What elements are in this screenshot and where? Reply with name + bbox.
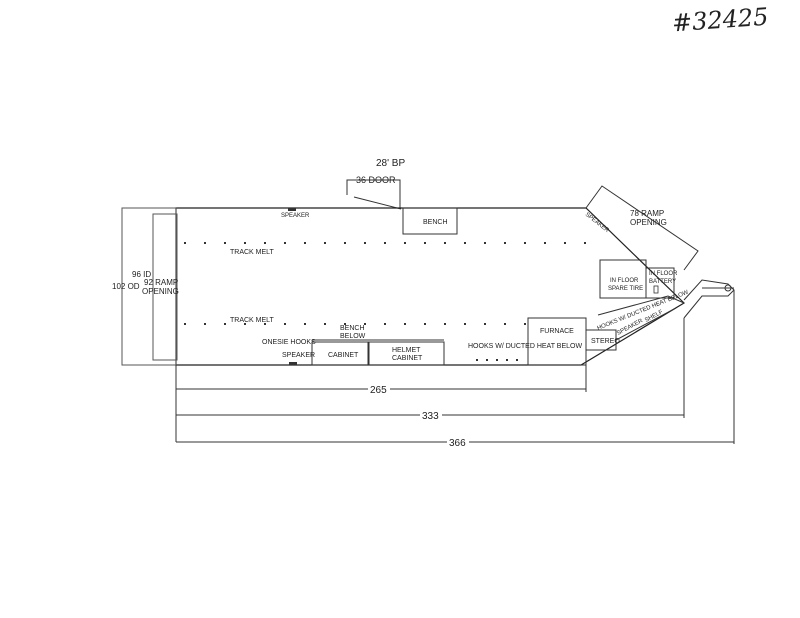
hooks-ducted-label: HOOKS W/ DUCTED HEAT BELOW [468,343,582,350]
helmet-cabinet-label-2: CABINET [392,355,423,362]
rear-inside-width: 96 ID [132,270,151,279]
battery-label-1: IN FLOOR [649,271,678,277]
rear-ramp-outer [121,207,177,366]
helmet-cabinet [368,341,445,366]
rear-ramp-opening [152,213,178,361]
furnace [527,317,587,366]
battery-label-2: BATTERY [649,279,676,285]
dimension-366-label: 366 [449,438,466,449]
side-door-label: 36 DOOR [356,175,396,185]
speaker-front-label: SPEAKER [584,212,611,235]
helmet-cabinet-label-1: HELMET [392,347,421,354]
drawing-number: #32425 [671,3,769,38]
nose-shelf-divider [597,295,685,316]
dimension-265-label: 265 [370,385,387,396]
bench-below-label-1: BENCH [340,325,365,332]
furnace-label: FURNACE [540,328,574,335]
dimension-333: 333 [176,318,685,422]
stereo-label: STEREO [591,338,620,345]
speaker-bottom-label: SPEAKER [282,352,315,359]
dimension-366: 366 [176,290,735,449]
battery-compartment [645,267,675,299]
coupler-icon [724,284,732,292]
track-melt-top-label: TRACK MELT [230,249,275,256]
battery-icon [653,285,659,294]
spare-tire-label-2: SPARE TIRE [608,286,643,292]
bench-top [402,207,458,235]
rear-outside-width: 102 OD [112,282,140,291]
bench-below-label-2: BELOW [340,333,366,340]
cabinet-label: CABINET [328,352,359,359]
dimension-333-label: 333 [422,411,439,422]
side-door-swing [353,196,402,210]
track-melt-bottom-label: TRACK MELT [230,317,275,324]
speaker-bottom-marker [289,362,297,365]
side-door-bracket [346,179,401,209]
front-ramp-label-2: OPENING [630,218,667,227]
dimension-265: 265 [175,365,587,442]
trailer-length-label: 28' BP [376,158,405,169]
rear-ramp-label-2: OPENING [142,287,179,296]
front-ramp-label-1: 78 RAMP [630,209,664,218]
nose-divider-2 [615,307,677,341]
spare-tire-label-1: IN FLOOR [610,278,639,284]
speaker-top-label: SPEAKER [281,213,310,219]
cabinet [311,341,369,366]
rear-ramp-label-1: 92 RAMP [144,278,178,287]
bench-top-label: BENCH [423,219,448,226]
onesie-hooks-label: ONESIE HOOKS [262,339,316,346]
front-ramp [585,185,699,271]
speaker-top-marker [288,208,296,211]
